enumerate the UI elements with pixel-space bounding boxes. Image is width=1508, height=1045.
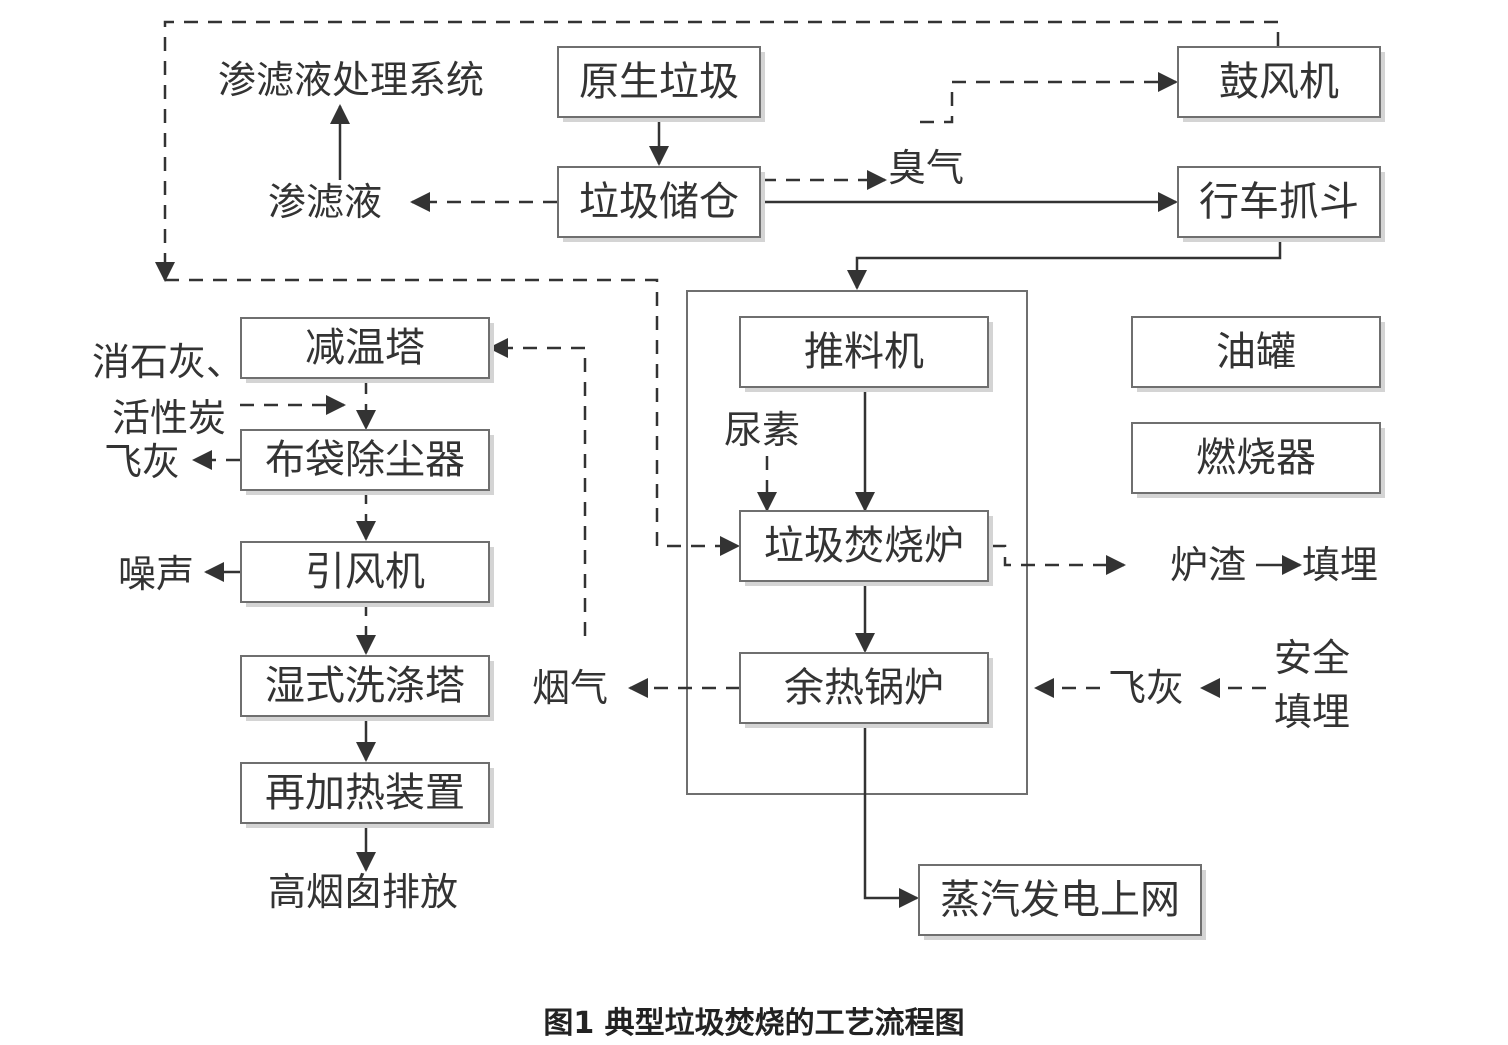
node-storage-label: 垃圾储仓 [579, 179, 739, 225]
node-pusher-label: 推料机 [804, 329, 924, 375]
node-cooling-tower: 减温塔 [240, 317, 494, 383]
label-odor: 臭气 [888, 146, 964, 190]
node-bag-filter: 布袋除尘器 [240, 429, 494, 495]
label-leachate: 渗滤液 [268, 180, 382, 224]
node-crane: 行车抓斗 [1177, 166, 1385, 242]
figure-caption: 图1 典型垃圾焚烧的工艺流程图 [543, 1006, 965, 1041]
process-flow-diagram: 原生垃圾 垃圾储仓 鼓风机 行车抓斗 推料机 垃圾焚烧炉 余热锅炉 油罐 燃烧器 [92, 20, 1385, 940]
node-reheater-label: 再加热装置 [265, 770, 465, 816]
label-chimney: 高烟囱排放 [268, 870, 458, 914]
node-burner-label: 燃烧器 [1196, 435, 1316, 481]
node-blower-label: 鼓风机 [1219, 59, 1339, 105]
node-fan: 引风机 [240, 541, 494, 607]
node-oil-tank-label: 油罐 [1216, 329, 1296, 375]
node-scrubber-label: 湿式洗涤塔 [265, 663, 465, 709]
arrow-incinerator-to-slag [992, 544, 1126, 575]
label-activated-carbon: 活性炭 [112, 396, 226, 440]
node-raw-waste: 原生垃圾 [557, 46, 765, 122]
node-storage: 垃圾储仓 [557, 166, 765, 242]
incinerator-system-frame [686, 290, 1028, 795]
arrow-fluegas-to-cooling [488, 338, 587, 636]
node-scrubber: 湿式洗涤塔 [240, 655, 494, 721]
node-crane-label: 行车抓斗 [1199, 179, 1359, 225]
label-fly-ash-right: 飞灰 [1108, 666, 1184, 710]
node-boiler-label: 余热锅炉 [784, 665, 944, 711]
node-pusher: 推料机 [739, 316, 993, 392]
arrow-boiler-to-power [863, 722, 919, 908]
node-reheater: 再加热装置 [240, 762, 494, 828]
node-burner: 燃烧器 [1131, 422, 1385, 498]
node-incinerator-label: 垃圾焚烧炉 [764, 523, 964, 569]
node-power-label: 蒸汽发电上网 [940, 877, 1180, 923]
label-safe-landfill: 填埋 [1274, 690, 1350, 734]
label-urea: 尿素 [724, 408, 800, 452]
node-cooling-tower-label: 减温塔 [305, 325, 425, 371]
label-noise: 噪声 [118, 552, 194, 596]
label-fly-ash-left: 飞灰 [104, 440, 180, 484]
arrow-air-to-incinerator [165, 278, 740, 556]
node-raw-waste-label: 原生垃圾 [579, 59, 739, 105]
label-leachate-system: 渗滤液处理系统 [218, 58, 484, 102]
label-slag: 炉渣 [1170, 543, 1246, 587]
arrow-odor-to-blower [920, 72, 1178, 124]
node-blower: 鼓风机 [1177, 46, 1385, 122]
node-oil-tank: 油罐 [1131, 316, 1385, 392]
label-flue-gas: 烟气 [532, 666, 608, 710]
node-fan-label: 引风机 [305, 549, 425, 595]
node-bag-filter-label: 布袋除尘器 [265, 437, 465, 483]
label-safe: 安全 [1274, 636, 1350, 680]
flow-connectors [155, 20, 1302, 908]
label-landfill: 填埋 [1302, 543, 1378, 587]
node-power: 蒸汽发电上网 [918, 864, 1206, 940]
node-incinerator: 垃圾焚烧炉 [739, 510, 993, 586]
label-lime: 消石灰、 [92, 340, 244, 384]
arrow-crane-to-frame [847, 238, 1282, 290]
node-boiler: 余热锅炉 [739, 652, 993, 728]
arrow-blower-air-loop [155, 20, 1280, 282]
